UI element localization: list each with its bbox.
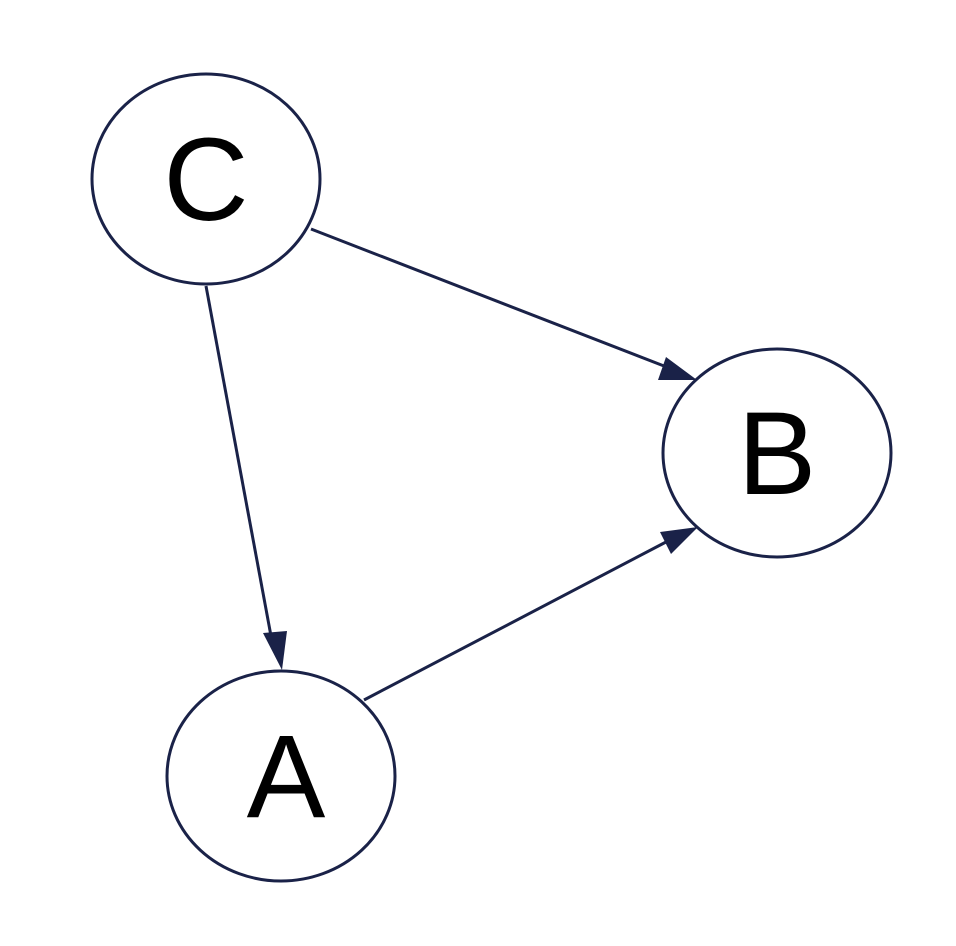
nodes: C B A: [90, 72, 893, 883]
edge-c-to-b: [310, 227, 697, 380]
edge-a-to-b-line: [363, 540, 667, 702]
node-b: B: [661, 347, 893, 559]
edge-c-to-a-line: [204, 285, 273, 637]
node-a: A: [165, 669, 397, 883]
edge-c-to-b-line: [310, 227, 665, 368]
edge-c-to-a: [204, 285, 287, 670]
node-c-circle: [90, 72, 322, 286]
edge-a-to-b-arrowhead: [660, 527, 698, 554]
edges: [204, 227, 698, 702]
node-a-circle: [165, 669, 397, 883]
node-b-label: B: [738, 388, 817, 520]
node-c: C: [90, 72, 322, 286]
edge-a-to-b: [363, 527, 698, 702]
node-b-circle: [661, 347, 893, 559]
node-c-label: C: [163, 114, 248, 246]
node-a-label: A: [247, 711, 326, 843]
edge-c-to-a-arrowhead: [263, 631, 287, 670]
edge-c-to-b-arrowhead: [658, 357, 697, 380]
